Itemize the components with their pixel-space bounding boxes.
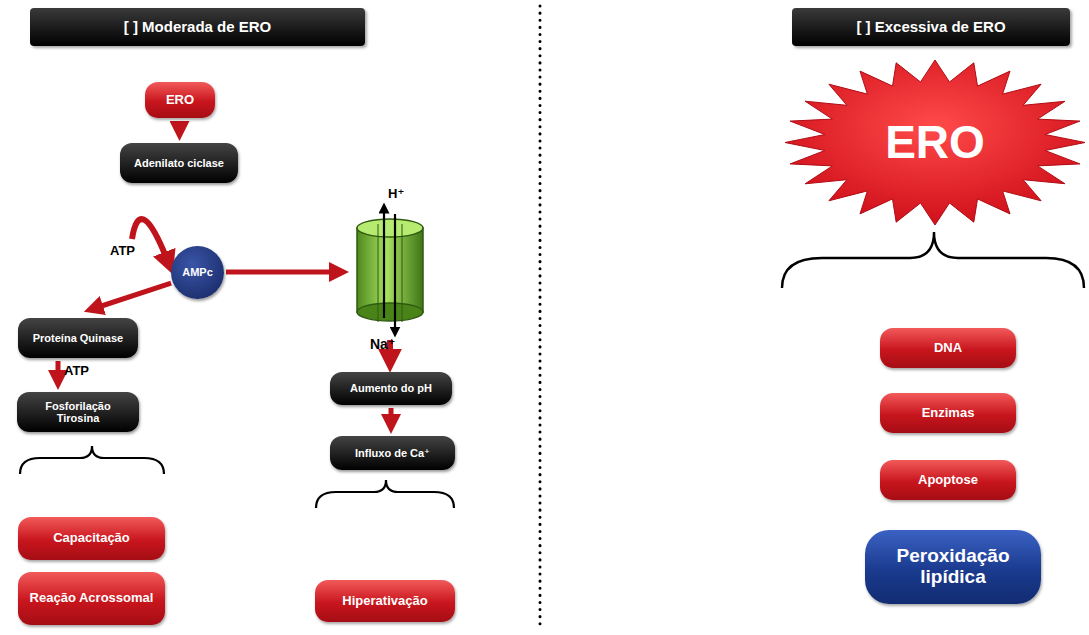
panel-header: [ ] Excessiva de ERO — [792, 8, 1070, 46]
node-text: Reação Acrossomal — [30, 591, 154, 605]
node-text: ERO — [885, 117, 985, 168]
outcome-box: Reação Acrossomal — [18, 572, 165, 625]
ion-label: H⁺ — [388, 186, 404, 201]
node-text: Apoptose — [918, 473, 978, 487]
edge-label: ATP — [110, 243, 135, 258]
process-box: Proteína Quinase — [18, 318, 138, 358]
ion-channel — [357, 208, 423, 332]
process-box: Adenilato ciclase — [120, 143, 238, 183]
node-text: DNA — [934, 341, 962, 355]
node-text: ERO — [166, 93, 194, 107]
node-text: Hiperativação — [342, 594, 427, 608]
edge-label: ATP — [64, 363, 89, 378]
flow-arrow — [132, 219, 169, 264]
layout-arrow — [226, 270, 340, 275]
node-text: Enzimas — [922, 406, 975, 420]
node-text: Capacitação — [53, 531, 130, 545]
flow-arrow — [92, 283, 171, 309]
ion-label: Na⁺ — [370, 336, 395, 352]
process-box: Aumento do pH — [330, 372, 452, 405]
node-text: Influxo de Ca⁺ — [355, 447, 430, 459]
process-box: Fosforilação Tirosina — [17, 392, 139, 432]
process-box: Influxo de Ca⁺ — [330, 436, 455, 470]
effect-box: Peroxidação lipídica — [865, 530, 1041, 604]
node-text: Proteína Quinase — [33, 332, 123, 344]
process-box: ERO — [145, 82, 215, 118]
flow-arrow — [56, 361, 61, 381]
starburst: ERO — [785, 60, 1085, 225]
divider — [539, 6, 542, 630]
effect-box: Enzimas — [880, 393, 1016, 433]
effect-box: Apoptose — [880, 460, 1016, 500]
flow-arrow — [389, 408, 394, 425]
node-text: [ ] Excessiva de ERO — [856, 19, 1005, 36]
node-text: Aumento do pH — [350, 382, 432, 394]
bracket — [316, 480, 454, 508]
panel-header: [ ] Moderada de ERO — [30, 8, 365, 46]
bracket — [782, 232, 1084, 288]
node-text: [ ] Moderada de ERO — [124, 19, 272, 36]
outcome-box: Hiperativação — [315, 580, 455, 622]
node-text: Peroxidação lipídica — [877, 546, 1029, 588]
outcome-box: Capacitação — [18, 517, 165, 560]
flow-arrow — [177, 121, 182, 132]
node-text: AMPc — [182, 266, 213, 278]
node-text: Fosforilação Tirosina — [25, 400, 131, 424]
effect-box: DNA — [880, 328, 1016, 368]
node-text: Adenilato ciclase — [134, 157, 224, 169]
molecule-circle: AMPc — [171, 246, 224, 299]
bracket — [20, 446, 164, 474]
